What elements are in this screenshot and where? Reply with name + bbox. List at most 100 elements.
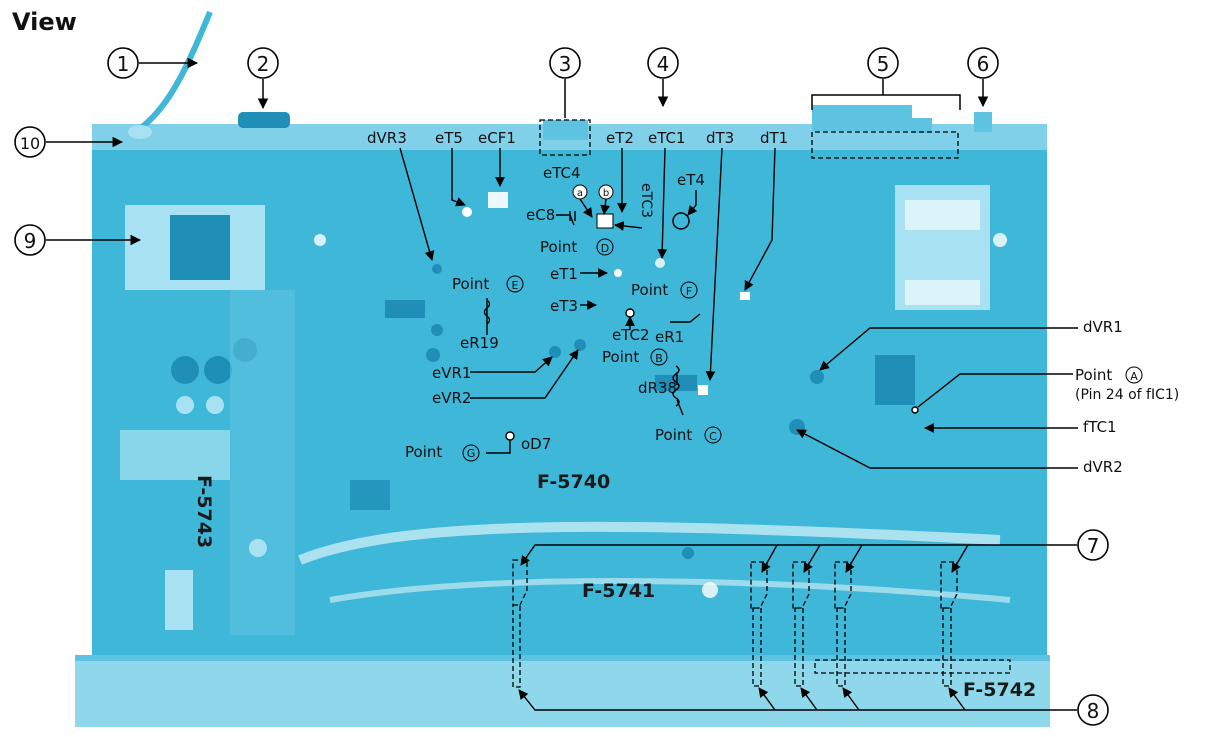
point-word: Point xyxy=(631,281,668,299)
power-cord xyxy=(133,10,213,135)
component xyxy=(655,258,665,268)
callout-circle xyxy=(1077,694,1109,726)
component xyxy=(574,339,586,351)
leader-line xyxy=(845,544,863,573)
component xyxy=(596,213,614,229)
component xyxy=(165,570,193,630)
callout-circle xyxy=(14,126,46,158)
callout-1: 1 xyxy=(107,47,199,79)
page-title: View xyxy=(12,8,77,36)
point-letter-circle xyxy=(704,426,722,444)
component xyxy=(314,234,326,246)
component xyxy=(249,539,267,557)
point-letter: F xyxy=(686,285,692,298)
f5742-outline xyxy=(814,659,1011,674)
connector xyxy=(543,120,588,140)
component xyxy=(698,385,708,395)
point-word: Point xyxy=(405,443,442,461)
dashed-outlines xyxy=(512,119,1011,688)
point-a-dot xyxy=(911,406,919,414)
point-letter-circle xyxy=(680,281,698,299)
leader-evr2 xyxy=(470,349,579,399)
leader-line xyxy=(520,544,1077,566)
label-ecf1: eCF1 xyxy=(478,129,516,147)
ic-chip xyxy=(875,355,915,405)
board-label-f5741: F-5741 xyxy=(582,580,655,602)
leader-dvr2 xyxy=(796,429,1078,469)
component xyxy=(740,292,750,300)
point-letter: a xyxy=(577,188,583,199)
point-a: Point A xyxy=(1075,366,1143,384)
point-letter: E xyxy=(512,279,519,292)
label-dt3: dT3 xyxy=(706,129,734,147)
heat-sink xyxy=(120,430,230,480)
ic-chip xyxy=(350,480,390,510)
point-letter: B xyxy=(655,352,663,365)
callout-number: 4 xyxy=(657,52,670,76)
ec8-capacitor xyxy=(569,211,576,221)
component xyxy=(702,582,718,598)
leader-line xyxy=(951,544,969,573)
dr38-resistor xyxy=(672,365,680,407)
callout-number: 5 xyxy=(877,52,890,76)
label-et2: eT2 xyxy=(606,129,634,147)
point-letter-circle xyxy=(596,238,614,256)
label-et5: eT5 xyxy=(435,129,463,147)
callout-number: 1 xyxy=(117,52,130,76)
jack xyxy=(862,105,912,131)
label-dvr3: dVR3 xyxy=(367,129,407,147)
callout-number: 9 xyxy=(24,229,37,253)
callout-circle xyxy=(14,224,46,256)
connector-outline-7e xyxy=(940,561,958,687)
front-panel xyxy=(75,655,1050,727)
label-evr2: eVR2 xyxy=(432,389,471,407)
label-etc2: eTC2 xyxy=(612,326,650,344)
leader-line xyxy=(518,689,1077,711)
label-etc4: eTC4 xyxy=(543,164,581,182)
connector-outline-5 xyxy=(811,131,959,159)
leader-line xyxy=(948,687,966,711)
leader-etc1 xyxy=(657,147,668,259)
wire-harness xyxy=(329,578,1011,603)
label-ec8: eC8 xyxy=(526,206,555,224)
leader-et4 xyxy=(687,190,698,216)
point-letter-circle xyxy=(506,275,524,293)
callouts: 1 2 3 4 5 6 7 xyxy=(14,47,1109,726)
label-et1: eT1 xyxy=(550,265,578,283)
f5743-board xyxy=(230,290,295,635)
point-labels: Point A Point B Point C Point D Point E … xyxy=(405,184,1143,462)
point-letter-circle xyxy=(1125,366,1143,384)
callout-number: 7 xyxy=(1087,534,1100,558)
callout-circle xyxy=(647,47,679,79)
label-dvr2: dVR2 xyxy=(1083,458,1123,476)
callout-circle xyxy=(247,47,279,79)
component xyxy=(993,233,1007,247)
connector-outline-7d xyxy=(834,561,852,687)
wire-harness xyxy=(298,521,1001,565)
label-er19: eR19 xyxy=(460,334,499,352)
label-dvr1: dVR1 xyxy=(1083,318,1123,336)
component xyxy=(549,346,561,358)
callout-number: 10 xyxy=(20,134,40,153)
point-letter: A xyxy=(1130,370,1138,383)
test-point-b-letter: b xyxy=(598,184,614,200)
callout-10: 10 xyxy=(14,126,124,158)
leader-dvr3 xyxy=(399,147,435,261)
callout-8: 8 xyxy=(518,687,1109,726)
leader-tp-b xyxy=(600,198,611,215)
callout-4: 4 xyxy=(647,47,679,108)
leader-line xyxy=(758,687,776,711)
leader-line xyxy=(803,544,821,573)
component xyxy=(426,348,440,362)
label-et3: eT3 xyxy=(550,297,578,315)
label-et4: eT4 xyxy=(677,171,705,189)
point-letter-circle xyxy=(462,444,480,462)
connector-outline-7c xyxy=(792,561,810,687)
leader-line xyxy=(800,687,818,711)
callout-5: 5 xyxy=(811,47,961,110)
point-e: Point E xyxy=(452,275,524,293)
test-point-a-letter: a xyxy=(572,184,588,200)
point-d: Point D xyxy=(540,238,614,256)
label-etc1: eTC1 xyxy=(648,129,686,147)
